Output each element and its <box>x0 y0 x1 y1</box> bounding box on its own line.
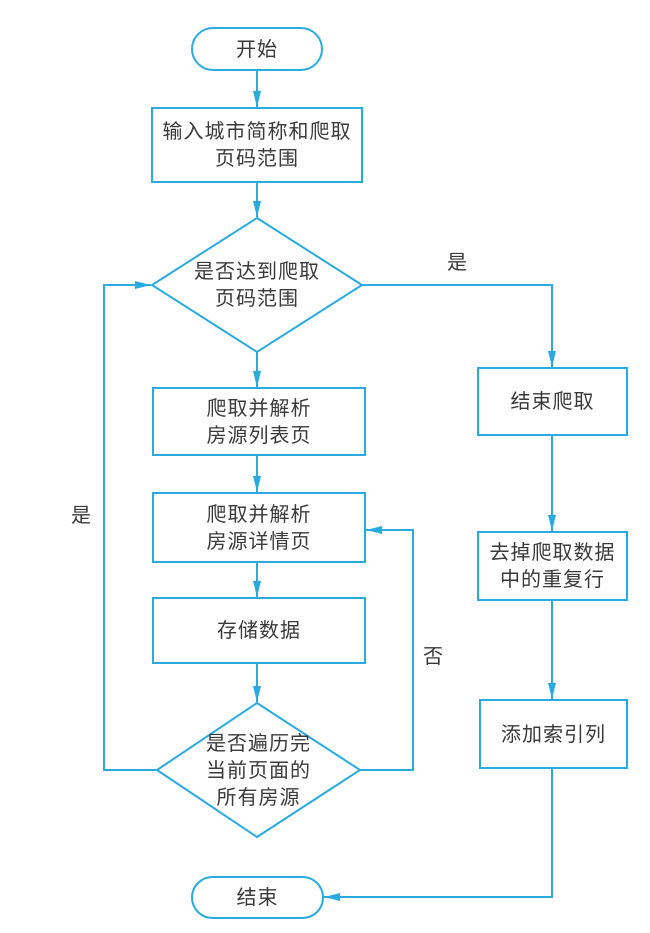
end-crawl-box-label: 结束爬取 <box>510 389 595 413</box>
add-index-box-label: 添加索引列 <box>501 721 606 746</box>
start-terminator-shape <box>191 27 323 71</box>
crawl-list-box-shape <box>152 387 366 456</box>
crawl-detail-box-label: 爬取并解析 房源详情页 <box>206 501 312 553</box>
crawl-list-box-label: 爬取并解析 房源列表页 <box>206 395 312 447</box>
yes-label-left: 是 <box>71 502 91 527</box>
dedup-box-shape <box>477 531 628 601</box>
crawl-detail-box-shape <box>152 492 366 563</box>
end-terminator-shape <box>191 876 324 919</box>
traverse-decision-label: 是否遍历完 当前页面的 所有房源 <box>206 730 311 809</box>
traverse-decision-shape <box>155 701 362 839</box>
arrow-add-index-to-end <box>324 768 553 901</box>
page-range-decision-shape <box>150 216 364 354</box>
no-label-right: 否 <box>423 643 443 668</box>
store-data-box-shape <box>152 597 366 664</box>
arrow-yes-loop-to-decision <box>103 281 157 771</box>
yes-label-top: 是 <box>447 249 467 274</box>
end-crawl-box-shape <box>477 367 628 436</box>
start-terminator-label: 开始 <box>236 36 278 61</box>
store-data-box-label: 存储数据 <box>217 618 301 642</box>
add-index-box-shape <box>479 699 628 769</box>
arrow-yes-to-end-crawl <box>362 284 556 367</box>
input-box-label: 输入城市简称和爬取 页码范围 <box>162 119 352 170</box>
input-box-shape <box>151 107 363 183</box>
end-terminator-label: 结束 <box>236 885 279 909</box>
page-range-decision-label: 是否达到爬取 页码范围 <box>194 259 320 310</box>
arrow-no-loop-to-detail <box>360 526 414 771</box>
dedup-box-label: 去掉爬取数据 中的重复行 <box>489 540 616 591</box>
